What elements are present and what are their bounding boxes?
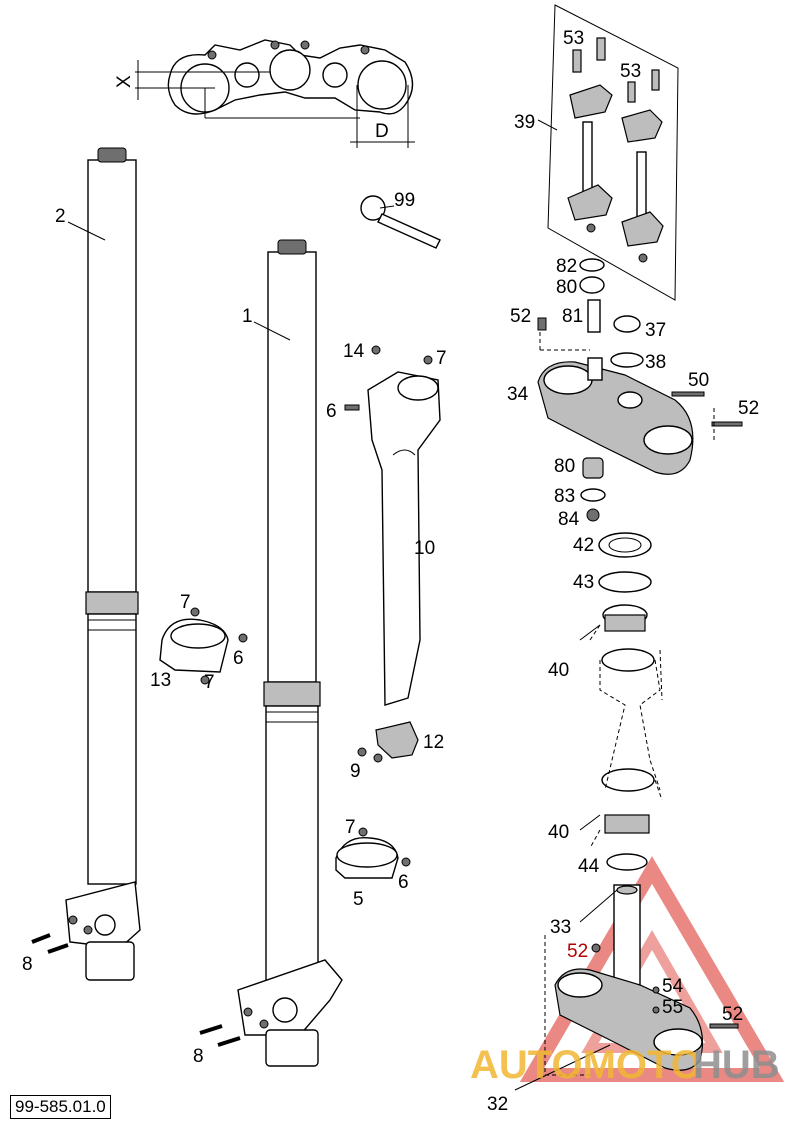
watermark-hub: HUB xyxy=(693,1043,780,1087)
callout-13: 13 xyxy=(150,670,171,691)
triple-clamp-top-view xyxy=(135,39,415,148)
callout-52: 52 xyxy=(510,306,531,327)
callout-1: 1 xyxy=(242,306,253,327)
callout-9: 9 xyxy=(350,761,361,782)
callout-7: 7 xyxy=(436,348,447,369)
callout-44: 44 xyxy=(578,856,600,877)
callout-38: 38 xyxy=(645,352,666,373)
callout-37: 37 xyxy=(645,320,666,341)
dimension-label-d: D xyxy=(375,121,389,142)
callout-5: 5 xyxy=(353,889,364,910)
steering-stem-outline xyxy=(589,624,663,849)
callout-7: 7 xyxy=(345,817,356,838)
screws-8 xyxy=(31,933,241,1047)
upper-triple-clamp-34 xyxy=(537,317,743,475)
callout-12: 12 xyxy=(423,732,444,753)
callout-54: 54 xyxy=(662,976,684,997)
lower-triple-clamp-32 xyxy=(554,884,739,1071)
callout-53: 53 xyxy=(563,28,584,49)
clamp-5 xyxy=(335,827,411,879)
callout-52: 52 xyxy=(567,941,588,962)
callout-6: 6 xyxy=(398,872,409,893)
callout-33: 33 xyxy=(550,917,571,938)
callout-80: 80 xyxy=(556,277,577,298)
callout-40: 40 xyxy=(548,660,569,681)
clamp-13 xyxy=(159,607,248,685)
callout-99: 99 xyxy=(394,190,415,211)
callout-39: 39 xyxy=(514,112,535,133)
callout-43: 43 xyxy=(573,572,594,593)
watermark-text: AUTOMOTO HUB xyxy=(470,1043,780,1087)
brake-hose-clip-12 xyxy=(357,721,419,763)
callout-10: 10 xyxy=(414,538,435,559)
callout-2: 2 xyxy=(55,206,66,227)
callout-52: 52 xyxy=(722,1004,743,1025)
callout-84: 84 xyxy=(558,509,580,530)
watermark-automoto: AUTOMOTO xyxy=(470,1043,702,1087)
callout-53: 53 xyxy=(620,61,641,82)
callout-8: 8 xyxy=(193,1046,204,1067)
callout-42: 42 xyxy=(573,535,594,556)
callout-55: 55 xyxy=(662,997,683,1018)
callout-32: 32 xyxy=(487,1094,508,1115)
handlebar-clamp-kit-39 xyxy=(547,4,679,301)
callout-52: 52 xyxy=(738,398,759,419)
callout-6: 6 xyxy=(326,401,337,422)
callout-7: 7 xyxy=(180,592,191,613)
callout-6: 6 xyxy=(233,648,244,669)
callout-80: 80 xyxy=(554,456,575,477)
dimension-label-x: X xyxy=(114,75,135,88)
leader-lines xyxy=(67,119,715,1091)
callout-81: 81 xyxy=(562,306,583,327)
callout-83: 83 xyxy=(554,486,575,507)
key-99 xyxy=(360,195,441,249)
fork-guard-10 xyxy=(344,345,441,706)
steering-washers xyxy=(579,258,644,522)
callout-82: 82 xyxy=(556,256,577,277)
callout-8: 8 xyxy=(22,954,33,975)
callout-labels: 53 53 39 99 82 80 81 52 37 38 14 7 6 34 … xyxy=(22,28,759,1115)
callout-7: 7 xyxy=(204,672,215,693)
callout-14: 14 xyxy=(343,341,365,362)
callout-34: 34 xyxy=(507,384,529,405)
document-code: 99-585.01.0 xyxy=(10,1095,111,1119)
fork-leg-2 xyxy=(65,147,141,981)
bearing-set xyxy=(598,532,655,871)
callout-50: 50 xyxy=(688,370,709,391)
callout-40: 40 xyxy=(548,822,569,843)
fork-leg-1 xyxy=(237,239,343,1067)
